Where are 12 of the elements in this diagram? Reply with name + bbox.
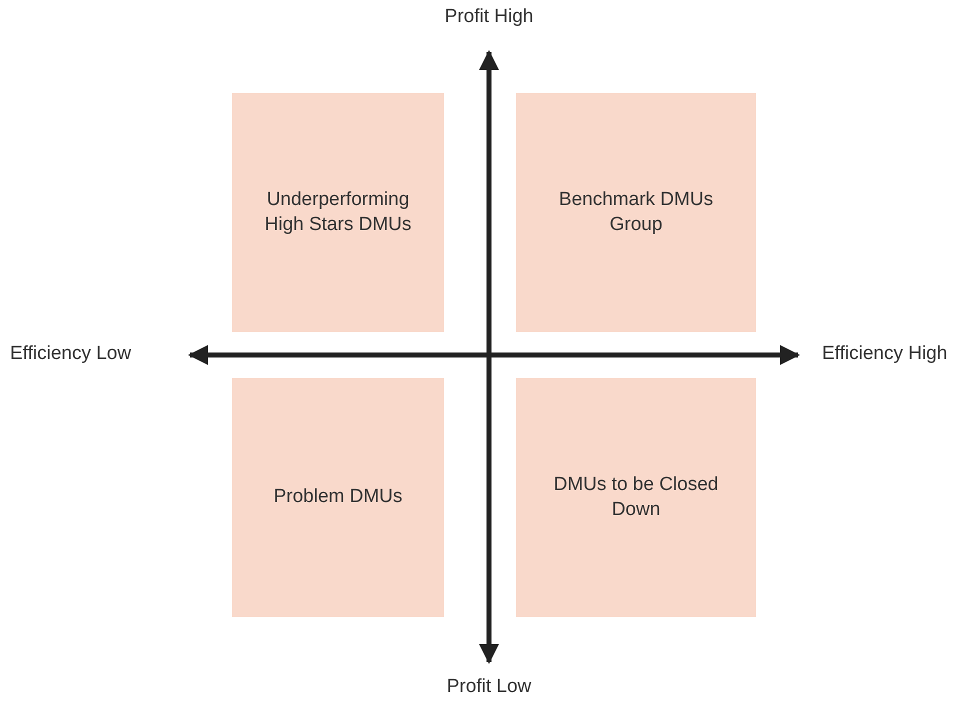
quadrant-box (232, 93, 444, 332)
quadrant-label: Benchmark DMUs Group (558, 188, 714, 236)
quadrant-box (232, 378, 444, 617)
axis-label: Profit High (444, 6, 534, 28)
quadrant-label: DMUs to be Closed Down (552, 472, 720, 522)
quadrant-label: Problem DMUs (274, 485, 402, 510)
quadrant-label: Underperforming High Stars DMUs (264, 188, 412, 236)
axis-label: Profit Low (446, 676, 532, 698)
axis-label: Efficiency High (822, 343, 948, 365)
axis-label: Efficiency Low (10, 343, 132, 365)
quadrant-box (516, 378, 756, 617)
quadrant-box (516, 93, 756, 332)
